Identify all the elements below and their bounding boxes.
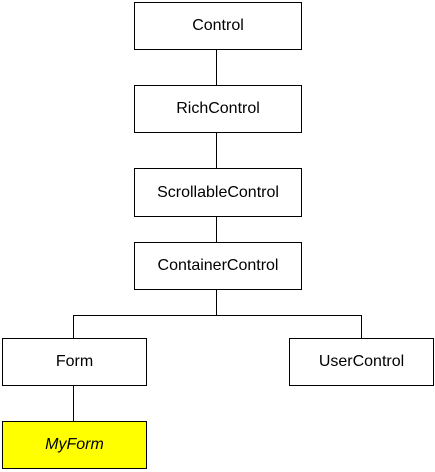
- connector-branch-usercontrol: [361, 315, 362, 339]
- node-user-control: UserControl: [289, 338, 434, 386]
- node-form: Form: [2, 338, 147, 386]
- node-container-control: ContainerControl: [134, 242, 302, 290]
- node-form-label: Form: [55, 353, 94, 370]
- node-container-control-label: ContainerControl: [157, 257, 279, 274]
- node-my-form-label: MyForm: [45, 436, 104, 453]
- connector-branch-form: [73, 315, 74, 339]
- node-user-control-label: UserControl: [318, 353, 405, 370]
- connector-control-richcontrol: [216, 49, 217, 86]
- connector-branch-horizontal: [73, 315, 362, 316]
- connector-form-myform: [73, 385, 74, 422]
- connector-scrollablecontrol-containercontrol: [216, 216, 217, 243]
- connector-containercontrol-branch: [216, 289, 217, 316]
- connector-richcontrol-scrollablecontrol: [216, 132, 217, 169]
- node-rich-control-label: RichControl: [176, 100, 260, 117]
- node-rich-control: RichControl: [134, 85, 302, 133]
- node-control: Control: [134, 2, 302, 50]
- node-scrollable-control-label: ScrollableControl: [157, 183, 279, 201]
- node-scrollable-control: ScrollableControl: [134, 168, 302, 217]
- node-control-label: Control: [192, 17, 244, 34]
- node-my-form: MyForm: [2, 421, 147, 469]
